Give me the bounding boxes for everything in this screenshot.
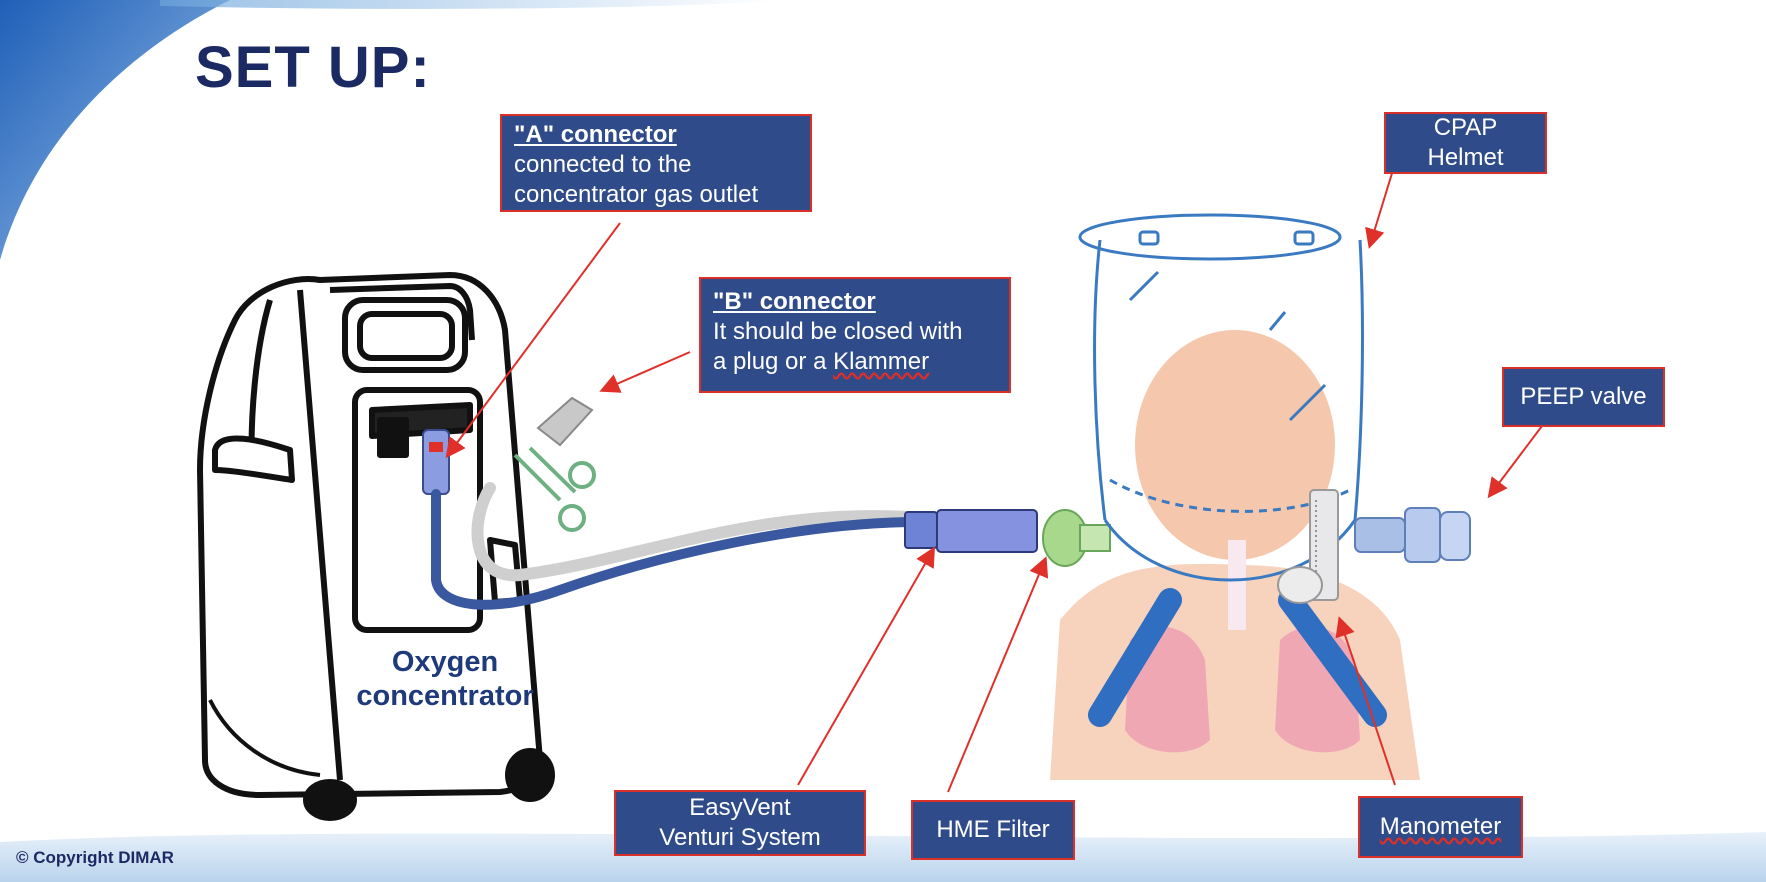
cpap-helmet-line1: CPAP <box>1433 114 1498 141</box>
blue-tube <box>431 489 925 610</box>
a-connector-line1: connected to the <box>514 151 692 178</box>
concentrator-line2: concentrator <box>356 680 534 712</box>
callout-arrows <box>445 169 1546 793</box>
grey-tube <box>471 482 926 582</box>
concentrator-line1: Oxygen <box>391 646 499 678</box>
klammer-word: Klammer <box>833 348 930 375</box>
klammer-clamp <box>513 446 596 532</box>
concentrator-label: Oxygen concentrator <box>350 645 540 713</box>
a-connector-heading: "A" connector <box>514 121 677 148</box>
b-connector-line2: a plug or a Klammer <box>713 347 997 377</box>
b-connector-callout: "B" connector It should be closed with a… <box>699 277 1011 393</box>
b-connector-heading: "B" connector <box>713 288 876 315</box>
manometer-label: Manometer <box>1379 813 1502 840</box>
hme-filter-label: HME Filter <box>936 816 1050 843</box>
top-band <box>160 0 780 9</box>
easyvent-line2: Venturi System <box>659 824 821 851</box>
a-connector-callout: "A" connector connected to the concentra… <box>500 114 812 212</box>
arrow-a-connector <box>445 222 621 459</box>
easyvent-venturi-part <box>904 509 1038 553</box>
b-connector-plug <box>536 396 594 447</box>
peep-valve-callout: PEEP valve <box>1502 367 1665 427</box>
arrow-easyvent <box>797 546 935 786</box>
manometer-part <box>1277 489 1339 604</box>
copyright-notice: © Copyright DIMAR <box>16 848 174 867</box>
bottom-band <box>0 832 1766 882</box>
easyvent-callout: EasyVent Venturi System <box>614 790 866 856</box>
hme-filter-callout: HME Filter <box>911 800 1075 860</box>
b-connector-line2-pre: a plug or a <box>713 348 834 375</box>
oxygen-concentrator-drawing <box>197 272 555 821</box>
hme-filter-part <box>1042 509 1111 567</box>
arrow-peep-valve <box>1487 421 1546 499</box>
arrow-b-connector <box>599 351 691 393</box>
peep-valve-label: PEEP valve <box>1520 383 1647 410</box>
corner-swoosh <box>0 0 230 260</box>
a-connector-part <box>422 429 450 495</box>
peep-valve-part <box>1354 507 1471 563</box>
arrow-cpap-helmet <box>1365 169 1394 249</box>
manometer-callout: Manometer <box>1358 796 1523 858</box>
easyvent-line1: EasyVent <box>689 794 791 821</box>
cpap-helmet-callout: CPAP Helmet <box>1384 112 1547 174</box>
arrow-hme-filter <box>947 556 1049 793</box>
b-connector-line1: It should be closed with <box>713 318 963 345</box>
cpap-helmet-line2: Helmet <box>1427 144 1504 171</box>
a-connector-line2: concentrator gas outlet <box>514 181 759 208</box>
arrow-manometer <box>1335 616 1396 786</box>
patient-drawing <box>1050 330 1420 780</box>
page-title: SET UP: <box>195 35 431 100</box>
